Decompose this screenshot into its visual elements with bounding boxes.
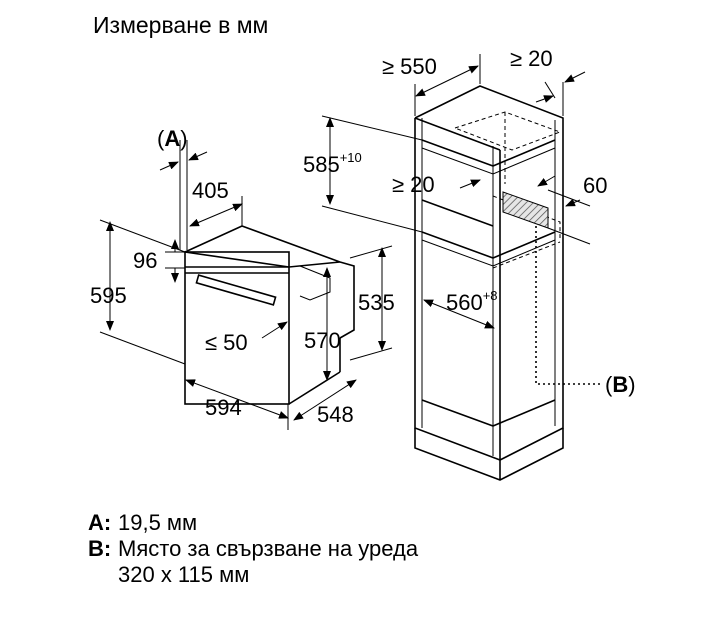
dim-585: 585+10 [303, 150, 362, 177]
dim-594: 594 [205, 395, 242, 420]
dim-ge-20-top: ≥ 20 [510, 46, 553, 71]
legend-key: A: [88, 510, 112, 535]
legend-item-a: A: 19,5 мм [88, 510, 448, 536]
legend-text: 19,5 мм [118, 510, 198, 535]
dim-548: 548 [317, 402, 354, 427]
oven-drawing [182, 225, 355, 405]
dim-535: 535 [358, 290, 395, 315]
dim-ge-550: ≥ 550 [382, 54, 437, 79]
connection-area [502, 191, 549, 229]
legend-item-b: B: Място за свързване на уреда 320 x 115… [88, 536, 448, 588]
dim-96: 96 [133, 248, 157, 273]
oven-handle [195, 274, 277, 306]
oven-top [182, 225, 341, 268]
dim-le-50: ≤ 50 [205, 330, 248, 355]
b-marker-label: (B) [605, 372, 636, 397]
oven-dimensions [99, 140, 393, 430]
a-marker-label: (A) [157, 126, 188, 151]
dim-405: 405 [192, 178, 229, 203]
dim-ge-20-middle: ≥ 20 [392, 172, 435, 197]
dim-570: 570 [304, 328, 341, 353]
legend-key: B: [88, 536, 112, 561]
legend: A: 19,5 мм B: Място за свързване на уред… [88, 510, 448, 588]
dim-60: 60 [583, 173, 607, 198]
cabinet-dimensions [321, 54, 591, 329]
dim-560: 560+8 [446, 288, 498, 315]
legend-text: Място за свързване на уреда 320 x 115 мм [118, 536, 419, 587]
cabinet-drawing [414, 85, 600, 481]
dim-595: 595 [90, 283, 127, 308]
oven-front [184, 251, 290, 405]
page-title: Измерване в мм [93, 12, 269, 38]
